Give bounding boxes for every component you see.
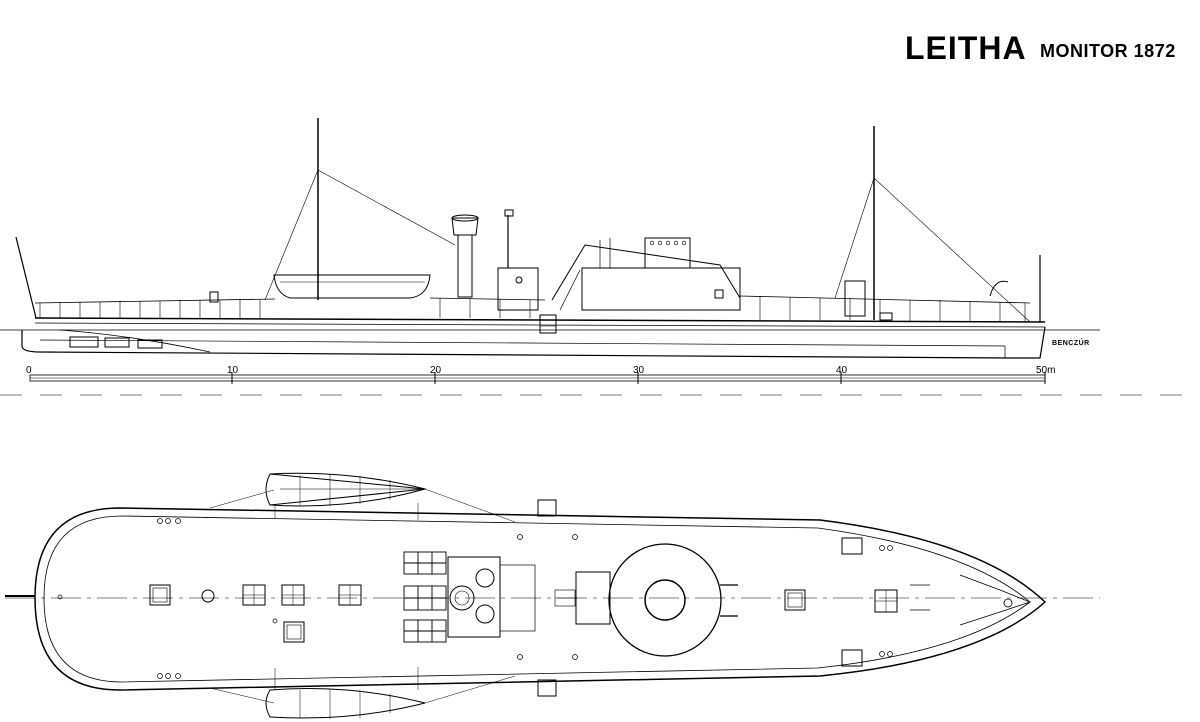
ventilator-cowl [451,214,479,222]
gun-turret [608,543,722,657]
scale-label-20: 20 [430,365,442,376]
side-ladder [539,314,557,334]
deck-fitting-2 [714,289,724,299]
aft-mast-stay-1 [264,169,319,301]
stern-port-1 [69,336,99,348]
artist-signature: BENCZÚR [1052,340,1090,347]
ship-type-year: MONITOR 1872 [1040,41,1176,61]
scale-label-40: 40 [836,365,848,376]
small-vent-cap [504,209,514,217]
scale-bar [29,372,1046,384]
bridge-structure [551,244,741,301]
ventilator-pipe [457,234,473,298]
pilot-house-ports [649,240,687,246]
scale-label-30: 30 [633,365,645,376]
hatches [149,584,898,643]
deck-plan [5,472,1100,719]
turret-side [581,267,741,311]
fore-mast-stay-1 [834,177,875,299]
deck-house-port [515,276,523,284]
lower-boat [265,688,426,719]
ventilator-head [451,217,479,236]
scale-label-0: 0 [26,365,32,376]
scale-label-10: 10 [227,365,239,376]
pilot-house [644,237,691,269]
bridge-ladder [559,269,581,311]
deck-house [497,267,539,311]
bollards [57,518,893,679]
upper-boat [265,473,426,506]
aft-mast-stay-2 [317,169,456,246]
deck-fitting-3 [879,312,893,321]
ship-name: LEITHA [905,30,1027,66]
scale-label-50: 50m [1036,365,1056,376]
side-elevation [0,118,1100,359]
hull-outline [21,326,1046,359]
side-boat [273,274,431,299]
bow-anchor-gear [910,574,1032,626]
deck-round-hatch [201,589,215,603]
fore-funnel [844,280,866,317]
stern-port-2 [104,337,130,348]
deck-hull-outline [34,507,1047,691]
stern-flagstaff [15,236,37,319]
stern-port-3 [137,339,163,349]
fore-mast-stay-2 [873,177,1031,323]
boiler-hatch [499,564,536,632]
anchor-davit [989,280,1009,297]
turret-ladder [554,589,576,607]
turret-hatch [644,579,686,621]
stern-curve [59,329,211,353]
hull-line [39,339,1006,358]
deck-fitting-1 [209,291,219,303]
engine-room-hatches [403,551,447,643]
boiler-funnel [449,585,475,611]
railing-top [34,295,1031,304]
deck-inner-outline [43,515,1031,683]
